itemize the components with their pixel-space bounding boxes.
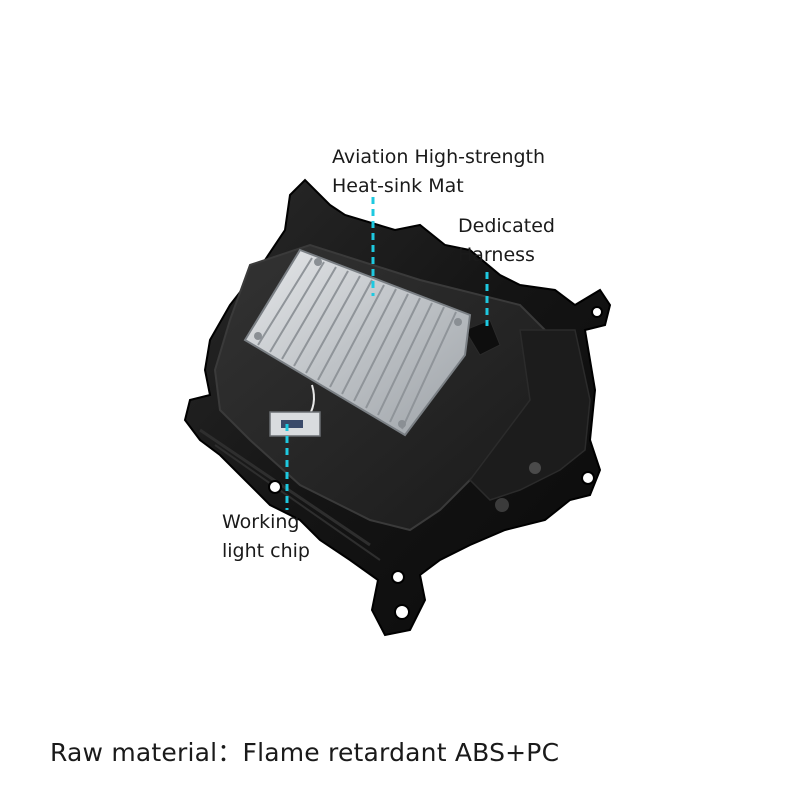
material-caption: Raw material：Flame retardant ABS+PC (50, 733, 559, 769)
heatsink-callout: Aviation High-strength Heat-sink Mat (332, 143, 545, 201)
chip-callout: Working light chip (222, 508, 310, 566)
leader-lines (285, 197, 489, 510)
harness-connector (464, 319, 501, 356)
harness-callout-line2: Harness (458, 244, 535, 266)
light-chip (269, 384, 321, 437)
chip-callout-line2: light chip (222, 540, 310, 562)
caption-value: Flame retardant ABS+PC (242, 738, 560, 767)
chip-callout-line1: Working (222, 511, 300, 533)
heatsink-callout-line1: Aviation High-strength (332, 146, 546, 168)
heatsink-plate (243, 248, 472, 437)
caption-prefix: Raw material： (50, 738, 243, 767)
harness-callout-line1: Dedicated (458, 215, 555, 237)
harness-callout: Dedicated Harness (458, 212, 555, 270)
heatsink-callout-line2: Heat-sink Mat (332, 175, 464, 197)
